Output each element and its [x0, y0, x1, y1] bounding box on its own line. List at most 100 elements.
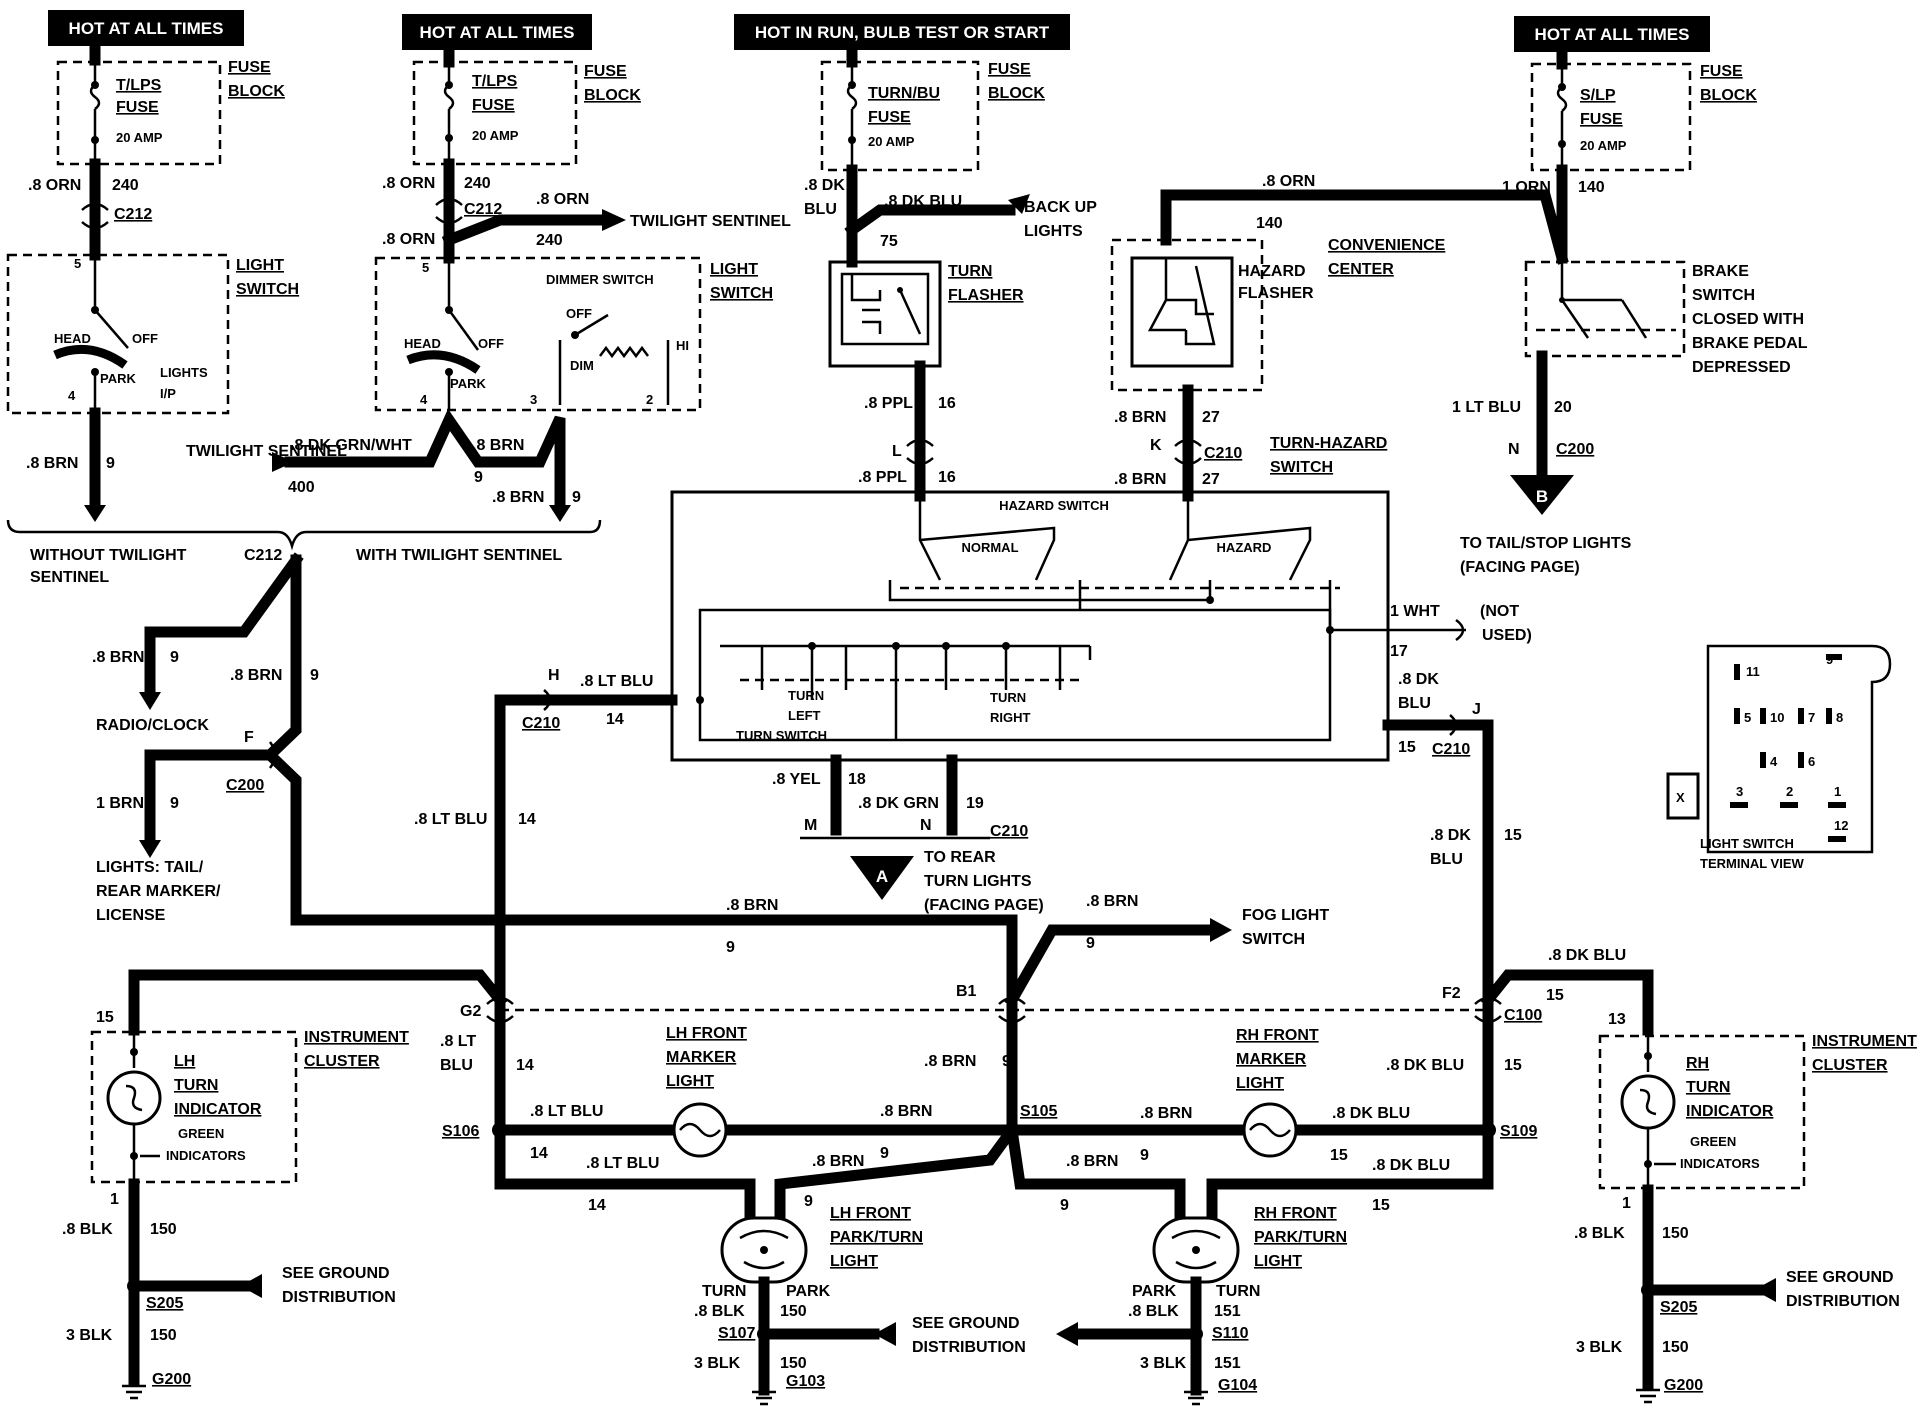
label-m: M [804, 817, 817, 834]
label-without2: SENTINEL [30, 569, 109, 586]
marker-a [850, 856, 914, 900]
term-2: 2 [1786, 784, 1793, 799]
label-9-b: 9 [474, 469, 483, 486]
fuse-2-name2: FUSE [472, 97, 515, 114]
label-240-a: 240 [112, 177, 139, 194]
wire-15-park [1206, 1178, 1494, 1224]
lh-marker-label2: MARKER [666, 1049, 737, 1066]
turn-left-label1: TURN [788, 688, 824, 703]
fuse-1-name2: FUSE [116, 99, 159, 116]
turn-switch-label: TURN SWITCH [736, 728, 827, 743]
term-10: 10 [1770, 710, 1784, 725]
ground-c1: SEE GROUND [1786, 1269, 1894, 1286]
rh-ind-label2: TURN [1686, 1079, 1730, 1096]
marker-b [1510, 475, 1574, 515]
label-dkblu-d: .8 DK [1430, 827, 1471, 844]
dimmer-hi: HI [676, 338, 689, 353]
splice-s106 [492, 1122, 508, 1138]
rh-ic-label1: INSTRUMENT [1812, 1033, 1917, 1050]
label-s110: S110 [1212, 1325, 1249, 1342]
turn-flasher-label2: FLASHER [948, 287, 1024, 304]
label-c212-b: C212 [464, 201, 502, 218]
label-9-i: 9 [1002, 1053, 1011, 1070]
fuse-4-amp: 20 AMP [1580, 138, 1627, 153]
hazard-label: HAZARD [1217, 540, 1272, 555]
fuse-1-block2: BLOCK [228, 83, 285, 100]
label-dkblu-h: .8 DK BLU [1372, 1157, 1450, 1174]
lh-park-label3: LIGHT [830, 1253, 878, 1270]
label-9-j: 9 [880, 1145, 889, 1162]
light-switch-2: LIGHT SWITCH 5 HEAD OFF PARK 4 DIMMER SW… [374, 256, 773, 412]
label-151-b: 151 [1214, 1355, 1241, 1372]
rh-marker-light [1242, 1102, 1298, 1158]
lh-park-turn: TURN [702, 1283, 746, 1300]
label-75: 75 [880, 233, 898, 250]
lh-marker-label1: LH FRONT [666, 1025, 747, 1042]
label-tail3: LICENSE [96, 907, 166, 924]
label-brn-j: .8 BRN [924, 1053, 976, 1070]
wire-15-lh-ic [128, 969, 508, 1036]
label-ltblu-b: .8 LT BLU [414, 811, 487, 828]
label-n-b: N [920, 817, 932, 834]
ground-symbol-g103 [752, 1390, 776, 1406]
header-1: HOT AT ALL TIMES [48, 10, 244, 46]
label-orn-b: .8 ORN [382, 175, 435, 192]
label-s109: S109 [1500, 1123, 1537, 1140]
fuse-4-block2: BLOCK [1700, 87, 1757, 104]
rh-indicators: INDICATORS [1680, 1156, 1760, 1171]
label-ppl-a: .8 PPL [864, 395, 913, 412]
splice-s107 [757, 1327, 771, 1341]
fuse-3-amp: 20 AMP [868, 134, 915, 149]
fuse-4-block1: FUSE [1700, 63, 1743, 80]
rh-marker-label1: RH FRONT [1236, 1027, 1319, 1044]
ls1-off: OFF [132, 331, 158, 346]
label-brn-b: .8 BRN [472, 437, 524, 454]
term-6: 6 [1808, 754, 1815, 769]
label-9-g: 9 [726, 939, 735, 956]
label-f2: F2 [1442, 985, 1461, 1002]
turn-flasher-label1: TURN [948, 263, 992, 280]
label-s205-lh: S205 [146, 1295, 183, 1312]
header-2-text: HOT AT ALL TIMES [420, 23, 575, 42]
hazard-turn-switch: HAZARD SWITCH NORMAL HAZARD TURN LEFT TU… [670, 490, 1466, 762]
label-s105: S105 [1020, 1103, 1057, 1120]
label-fog2: SWITCH [1242, 931, 1305, 948]
label-dkblu-f: .8 DK BLU [1386, 1057, 1464, 1074]
label-blk3-a: 3 BLK [694, 1355, 741, 1372]
label-dkblu-c: .8 DK [1398, 671, 1439, 688]
wire-9-lh-park [774, 1122, 1020, 1224]
rh-marker-label2: MARKER [1236, 1051, 1307, 1068]
label-blk-d: .8 BLK [1574, 1225, 1625, 1242]
dimmer-off: OFF [566, 306, 592, 321]
turn-right-label1: TURN [990, 690, 1026, 705]
wire-14-park [494, 1178, 756, 1224]
label-c210-d: C210 [990, 823, 1028, 840]
label-151-a: 151 [1214, 1303, 1241, 1320]
fuse-3-name1: TURN/BU [868, 85, 940, 102]
label-fog1: FOG LIGHT [1242, 907, 1329, 924]
label-15-lh-ic: 15 [96, 1009, 114, 1026]
header-4: HOT AT ALL TIMES [1514, 16, 1710, 52]
label-rear1: TO REAR [924, 849, 996, 866]
label-orn-d: .8 ORN [382, 231, 435, 248]
light-switch-terminal-view: 11 9 5 10 7 8 4 6 3 2 1 12 X LIGHT SWITC… [1666, 644, 1892, 871]
hazard-flasher-label2: FLASHER [1238, 285, 1314, 302]
brake-switch: BRAKE SWITCH CLOSED WITH BRAKE PEDAL DEP… [1524, 260, 1808, 376]
ground-symbol-g104 [1184, 1390, 1208, 1406]
wire-radio [144, 552, 304, 698]
label-150-e: 150 [1662, 1225, 1689, 1242]
label-blu-c: BLU [1430, 851, 1463, 868]
fuse-1-block1: FUSE [228, 59, 271, 76]
label-tailstop1: TO TAIL/STOP LIGHTS [1460, 535, 1632, 552]
dimmer-dim: DIM [570, 358, 594, 373]
ground-b2: DISTRIBUTION [282, 1289, 396, 1306]
ls1-label1: LIGHT [236, 257, 284, 274]
label-16-a: 16 [938, 395, 956, 412]
label-brn1: 1 BRN [96, 795, 144, 812]
lh-ind-label1: LH [174, 1053, 195, 1070]
label-140-b: 140 [1578, 179, 1605, 196]
lh-green: GREEN [178, 1126, 224, 1141]
hazard-flasher: HAZARD FLASHER [1110, 238, 1314, 392]
